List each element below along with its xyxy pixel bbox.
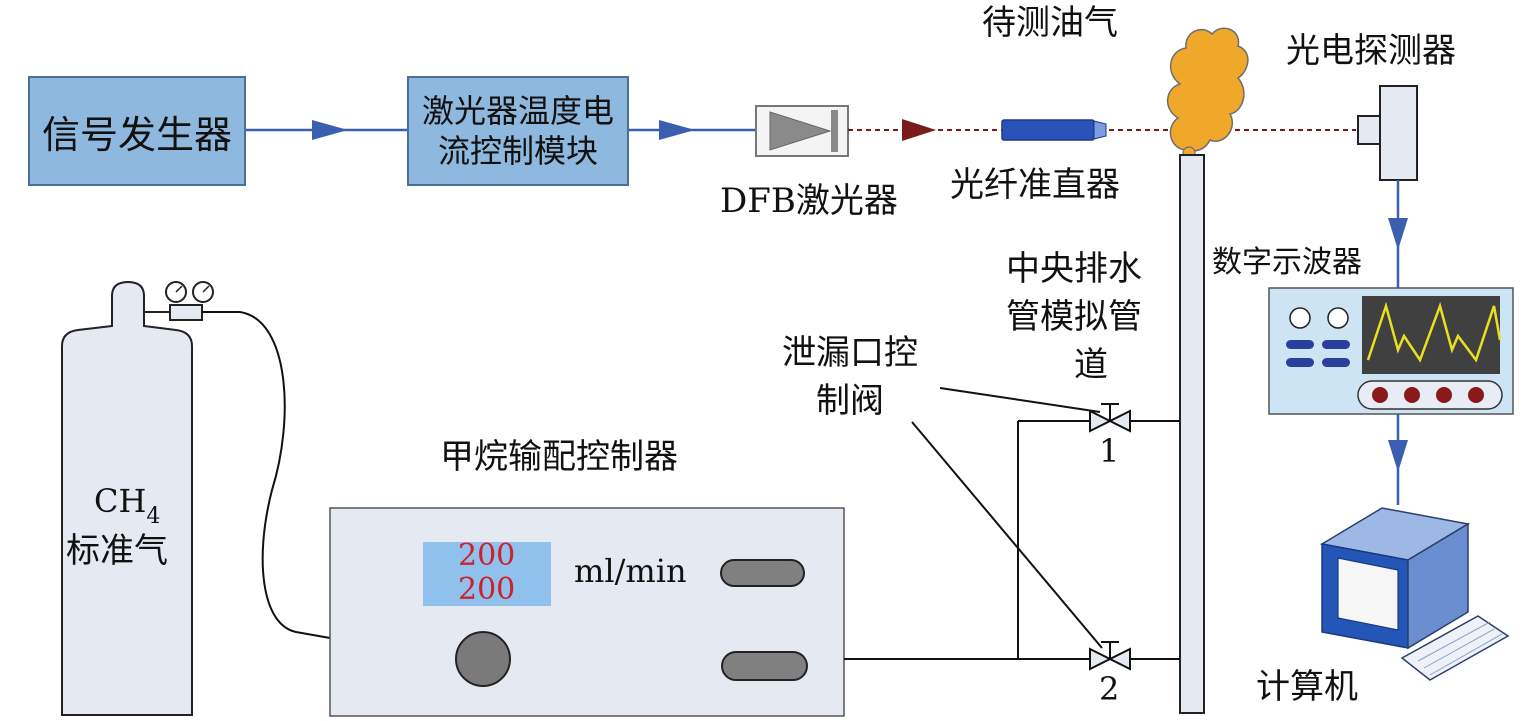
methane-controller-title: 甲烷输配控制器 — [440, 437, 678, 477]
diode-icon — [755, 105, 849, 157]
valve-leader-lines — [911, 387, 1103, 649]
gas-piping — [844, 420, 1180, 660]
scope-to-computer-connector — [1388, 414, 1408, 505]
laser-controller-label-line2: 流控制模块 — [437, 132, 598, 170]
drain-pipe-label-line3: 道 — [1074, 345, 1108, 385]
flow-display-value-2: 200 — [458, 572, 516, 607]
signal-connector-2 — [629, 120, 756, 140]
valve2-number: 2 — [1099, 670, 1120, 708]
dfb-laser-label: DFB激光器 — [720, 181, 898, 221]
laser-controller-box: 激光器温度电 流控制模块 — [407, 76, 629, 186]
detector-to-scope-connector — [1388, 180, 1408, 288]
cylinder-formula-subscript: 4 — [146, 504, 161, 530]
oscilloscope-label: 数字示波器 — [1212, 245, 1362, 280]
drain-pipe-label-line2: 管模拟管 — [1006, 297, 1142, 337]
test-gas-label: 待测油气 — [982, 3, 1118, 43]
valve-icon — [1089, 641, 1131, 671]
drain-pipe-label-line1: 中央排水 — [1006, 249, 1142, 289]
cylinder-formula: CH4 — [94, 480, 160, 534]
methane-controller — [329, 507, 845, 717]
valve-icon — [1089, 403, 1131, 433]
signal-connector-1 — [246, 120, 407, 140]
computer-label: 计算机 — [1256, 667, 1358, 707]
oscilloscope-icon — [1268, 287, 1514, 415]
gas-cylinder-icon — [61, 280, 193, 716]
flow-unit-label: ml/min — [574, 552, 687, 590]
collimator-icon — [1001, 119, 1107, 141]
gas-hose — [202, 311, 331, 639]
cylinder-formula-main: CH — [94, 482, 147, 520]
valve1-number: 1 — [1099, 432, 1120, 470]
laser-controller-label-line1: 激光器温度电 — [421, 92, 614, 130]
signal-generator-label: 信号发生器 — [41, 112, 232, 157]
computer-icon — [1319, 507, 1471, 650]
photodetector-label: 光电探测器 — [1286, 31, 1456, 71]
valve-label-line1: 泄漏口控 — [782, 333, 918, 373]
gas-plume-icon — [1167, 27, 1249, 160]
keyboard-icon — [1400, 615, 1510, 681]
pressure-gauge-icon — [144, 281, 214, 321]
fiber-collimator-label: 光纤准直器 — [950, 165, 1120, 205]
knob-icon — [455, 631, 511, 687]
valve-label-line2: 制阀 — [816, 381, 884, 421]
flow-display-value-1: 200 — [458, 538, 516, 573]
signal-generator-box: 信号发生器 — [28, 76, 246, 186]
drain-pipe — [1179, 154, 1205, 714]
cylinder-label: 标准气 — [66, 531, 168, 571]
photodetector-icon — [1357, 85, 1418, 181]
